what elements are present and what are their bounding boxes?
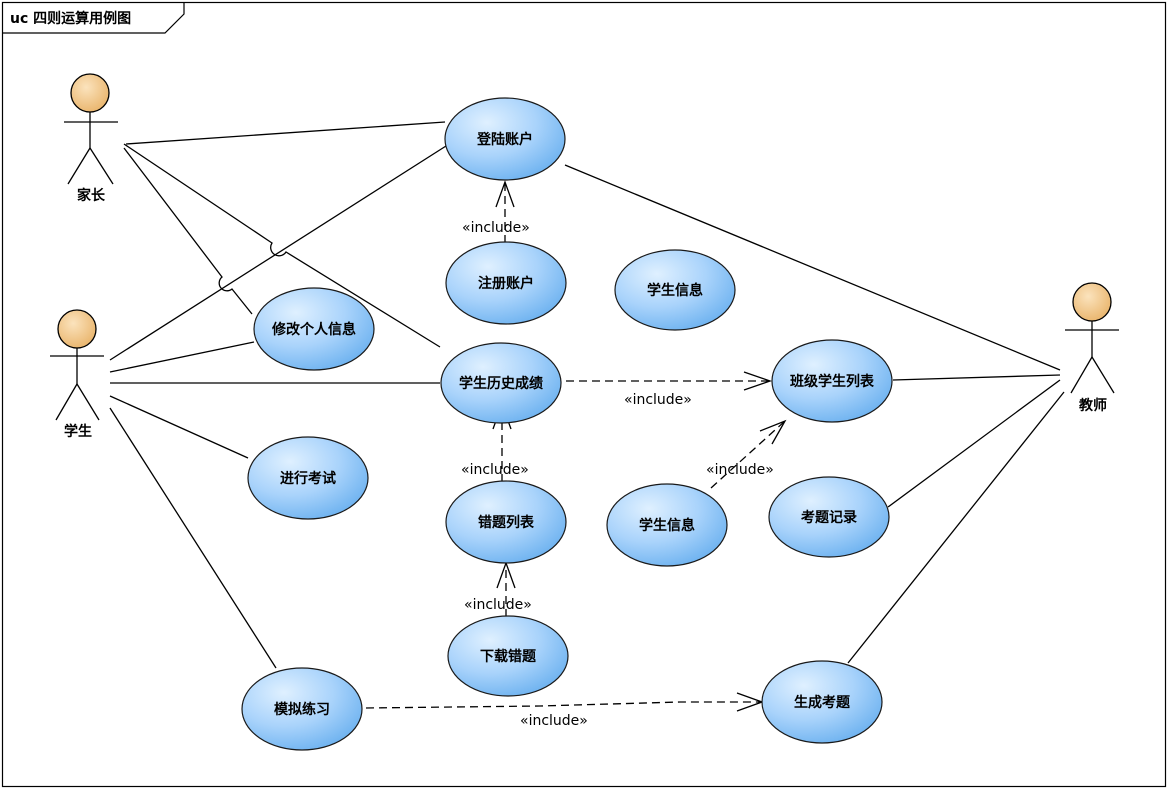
use-case-login-label: 登陆账户 bbox=[476, 131, 533, 148]
assoc-student-login bbox=[109, 145, 447, 361]
assoc-student-edit-profile bbox=[109, 341, 255, 373]
assoc-teacher-exam-records bbox=[887, 379, 1061, 508]
assoc-parent-edit-profile bbox=[123, 147, 253, 315]
label-include-wrong-history: «include» bbox=[461, 462, 529, 478]
use-case-wrong-questions[interactable]: 错题列表 bbox=[445, 480, 567, 564]
assoc-parent-history bbox=[123, 143, 441, 348]
arrowhead-register-login bbox=[495, 180, 515, 208]
actor-student-label: 学生 bbox=[64, 423, 92, 440]
use-case-wrong-questions-label: 错题列表 bbox=[478, 514, 535, 531]
use-case-student-info-top[interactable]: 学生信息 bbox=[614, 249, 736, 331]
use-case-login[interactable]: 登陆账户 bbox=[444, 97, 566, 181]
assoc-parent-login bbox=[125, 121, 446, 145]
actor-teacher-head-icon bbox=[1072, 282, 1112, 322]
use-case-student-info-top-label: 学生信息 bbox=[647, 282, 703, 299]
use-case-edit-profile[interactable]: 修改个人信息 bbox=[253, 287, 375, 371]
actor-parent-label: 家长 bbox=[77, 187, 106, 204]
label-include-download-wrong: «include» bbox=[464, 597, 532, 613]
assoc-teacher-login bbox=[564, 164, 1061, 371]
actor-student[interactable]: 学生 bbox=[50, 309, 104, 440]
associations bbox=[109, 121, 1065, 669]
actor-student-head-icon bbox=[57, 309, 97, 349]
use-case-take-exam-label: 进行考试 bbox=[280, 470, 336, 487]
actor-parent[interactable]: 家长 bbox=[64, 73, 118, 204]
use-case-practice[interactable]: 模拟练习 bbox=[241, 667, 363, 751]
use-case-edit-profile-label: 修改个人信息 bbox=[271, 321, 356, 338]
use-case-generate-questions-label: 生成考题 bbox=[794, 694, 851, 711]
use-case-class-list[interactable]: 班级学生列表 bbox=[771, 339, 893, 423]
dep-practice-generate bbox=[365, 701, 762, 709]
include-dependencies: «include» «include» «include» «include» … bbox=[365, 180, 787, 729]
frame-title: uc 四则运算用例图 bbox=[10, 10, 131, 27]
use-case-take-exam[interactable]: 进行考试 bbox=[247, 436, 369, 520]
use-case-class-list-label: 班级学生列表 bbox=[790, 373, 875, 390]
use-case-practice-label: 模拟练习 bbox=[274, 701, 330, 718]
label-include-practice-generate: «include» bbox=[520, 713, 588, 729]
use-case-history-scores-label: 学生历史成绩 bbox=[459, 375, 543, 392]
label-include-register-login: «include» bbox=[462, 220, 530, 236]
use-case-exam-records[interactable]: 考题记录 bbox=[768, 476, 890, 558]
use-cases: 登陆账户 注册账户 学生信息 修改个人信息 学生历史成绩 班级学生列表 进行考试 bbox=[241, 97, 893, 751]
assoc-student-practice bbox=[109, 407, 277, 669]
frame-title-tab bbox=[2, 2, 185, 34]
label-include-history-class: «include» bbox=[624, 392, 692, 408]
use-case-register-label: 注册账户 bbox=[478, 275, 534, 292]
use-case-student-info-bottom-label: 学生信息 bbox=[639, 517, 695, 534]
use-case-download-wrong-label: 下载错题 bbox=[480, 648, 537, 665]
use-case-download-wrong[interactable]: 下载错题 bbox=[447, 615, 569, 697]
actor-teacher-label: 教师 bbox=[1079, 397, 1107, 414]
actor-parent-head-icon bbox=[70, 73, 110, 113]
arrowhead-history-class bbox=[743, 371, 772, 391]
assoc-teacher-class-list bbox=[892, 374, 1061, 381]
assoc-teacher-generate bbox=[847, 391, 1065, 664]
use-case-generate-questions[interactable]: 生成考题 bbox=[761, 660, 883, 744]
use-case-student-info-bottom[interactable]: 学生信息 bbox=[606, 483, 728, 567]
actor-teacher[interactable]: 教师 bbox=[1065, 282, 1119, 414]
use-case-history-scores[interactable]: 学生历史成绩 bbox=[440, 342, 562, 424]
dep-info-class bbox=[710, 420, 786, 489]
use-case-register[interactable]: 注册账户 bbox=[445, 241, 567, 325]
arrowhead-info-class bbox=[759, 419, 787, 445]
assoc-student-exam bbox=[109, 395, 249, 459]
label-include-info-class: «include» bbox=[706, 462, 774, 478]
use-case-exam-records-label: 考题记录 bbox=[801, 509, 857, 526]
